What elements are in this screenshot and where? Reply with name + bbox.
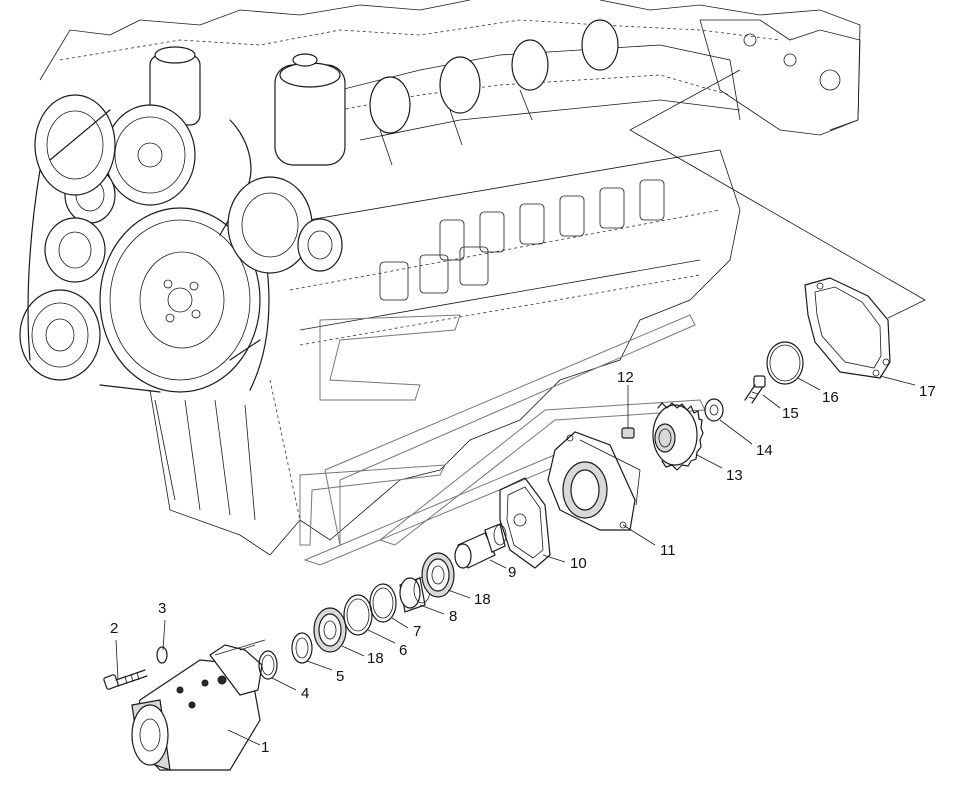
cover-gasket bbox=[804, 277, 891, 379]
circlip-7 bbox=[369, 583, 397, 623]
callout-18-upper: 18 bbox=[474, 591, 491, 608]
callout-13: 13 bbox=[726, 467, 743, 484]
gear-bolt bbox=[744, 375, 766, 404]
callout-17: 17 bbox=[919, 383, 936, 400]
callout-4: 4 bbox=[301, 685, 309, 702]
callout-16: 16 bbox=[822, 389, 839, 406]
callout-9: 9 bbox=[508, 564, 516, 581]
circlip-6 bbox=[343, 594, 373, 636]
spacer-ring bbox=[291, 632, 313, 664]
pump-body bbox=[131, 639, 266, 771]
callout-5: 5 bbox=[336, 668, 344, 685]
front-pulleys bbox=[19, 94, 343, 393]
o-ring bbox=[258, 650, 278, 680]
callout-1: 1 bbox=[261, 739, 269, 756]
callout-7: 7 bbox=[413, 623, 421, 640]
callout-8: 8 bbox=[449, 608, 457, 625]
bearing-lower bbox=[313, 607, 347, 653]
leader-line-17 bbox=[629, 69, 926, 319]
drive-shaft bbox=[454, 523, 507, 569]
woodruff-key bbox=[621, 427, 635, 439]
callout-14: 14 bbox=[756, 442, 773, 459]
callout-18-lower: 18 bbox=[367, 650, 384, 667]
callout-15: 15 bbox=[782, 405, 799, 422]
thrust-washer bbox=[704, 398, 724, 422]
bearing-upper bbox=[421, 552, 455, 598]
mounting-flange bbox=[547, 431, 641, 531]
seal-ring bbox=[766, 341, 804, 385]
callout-2: 2 bbox=[110, 620, 118, 637]
callout-10: 10 bbox=[570, 555, 587, 572]
callout-12: 12 bbox=[617, 369, 634, 386]
callout-labels: 1 2 3 4 5 6 7 8 9 10 11 12 13 14 15 16 1… bbox=[110, 369, 936, 756]
callout-6: 6 bbox=[399, 642, 407, 659]
callout-3: 3 bbox=[158, 600, 166, 617]
gasket bbox=[499, 477, 551, 569]
engine-block bbox=[39, 0, 861, 556]
leader-lines bbox=[115, 375, 916, 746]
bolt bbox=[103, 669, 148, 690]
drive-gear bbox=[652, 402, 704, 471]
callout-11: 11 bbox=[660, 542, 676, 559]
washer bbox=[156, 646, 168, 664]
